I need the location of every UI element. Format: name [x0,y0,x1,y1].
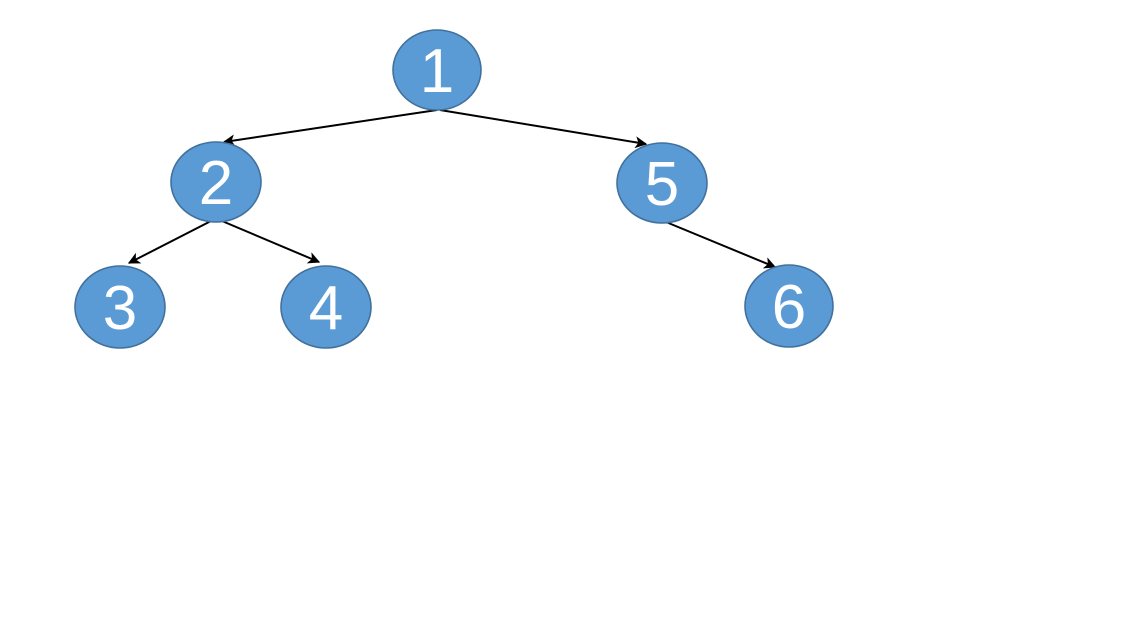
node-1-label: 1 [420,37,454,106]
node-4-shape [280,265,372,349]
node-2-label: 2 [199,149,233,218]
tree-node-4: 4 [280,265,372,349]
node-4-label: 4 [309,274,343,343]
tree-node-3: 3 [74,265,166,349]
tree-node-6: 6 [744,264,834,348]
node-3-label: 3 [103,274,137,343]
node-5-shape [616,142,708,224]
tree-node-2: 2 [170,141,262,223]
tree-node-5: 5 [616,142,708,224]
edge-5-6 [665,221,777,269]
edge-2-3 [127,220,212,264]
node-6-label: 6 [772,273,806,342]
tree-node-1: 1 [392,29,482,111]
node-3-shape [74,265,166,349]
node-5-label: 5 [645,150,679,219]
node-2-shape [170,141,262,223]
edge-2-4 [221,220,321,264]
edge-1-5 [439,109,648,149]
node-6-shape [744,264,834,348]
node-1-shape [392,29,482,111]
edge-1-2 [222,109,438,147]
tree-edges [127,109,777,269]
